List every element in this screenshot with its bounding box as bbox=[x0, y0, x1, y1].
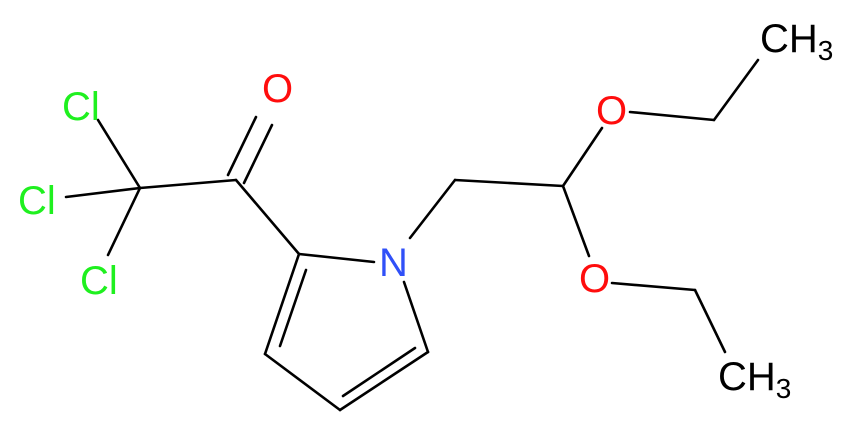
bond-carbonyl-o-1 bbox=[226, 115, 258, 177]
bonds bbox=[64, 58, 760, 412]
bond-n-c5 bbox=[402, 280, 430, 354]
bond-c-cl-bottom bbox=[106, 186, 142, 257]
bond-c2-n bbox=[297, 252, 376, 264]
methyl-bottom-subscript: 3 bbox=[776, 373, 792, 404]
bond-c4-c3 bbox=[263, 352, 342, 412]
methyl-top-label: CH3 bbox=[760, 17, 833, 66]
bond-ccl3-carbonyl bbox=[138, 178, 238, 190]
oxygen-ether-bottom-label: O bbox=[579, 257, 610, 301]
bond-c5-c4 bbox=[338, 350, 430, 412]
bond-n-ch2 bbox=[408, 178, 457, 240]
atom-labels: O Cl Cl Cl N O O CH3 CH3 bbox=[18, 17, 833, 404]
bond-c3-c2-inner bbox=[278, 268, 308, 348]
bond-o-bottom-ch2 bbox=[610, 281, 697, 292]
bond-c-cl-mid bbox=[64, 186, 142, 199]
chlorine-mid-label: Cl bbox=[18, 179, 56, 223]
oxygen-ether-top-label: O bbox=[596, 89, 627, 133]
bond-c3-c2 bbox=[263, 252, 301, 356]
bond-c5-c4-inner bbox=[341, 346, 417, 398]
bond-ch2-ch3-bottom bbox=[693, 288, 727, 354]
bond-carbonyl-c2 bbox=[234, 178, 301, 256]
methyl-bottom-main: CH bbox=[718, 355, 776, 399]
chlorine-bottom-label: Cl bbox=[80, 259, 118, 303]
methyl-top-main: CH bbox=[760, 17, 818, 61]
bond-o-top-ch2 bbox=[628, 110, 716, 122]
methyl-top-subscript: 3 bbox=[818, 35, 834, 66]
bond-c-cl-top bbox=[96, 118, 142, 190]
bond-ch2-ch bbox=[453, 178, 565, 188]
bond-ch2-ch3-top bbox=[712, 58, 760, 122]
bond-ch-o-bottom bbox=[561, 184, 591, 258]
chlorine-top-label: Cl bbox=[62, 85, 100, 129]
methyl-bottom-label: CH3 bbox=[718, 355, 791, 404]
oxygen-carbonyl-label: O bbox=[262, 67, 293, 111]
bond-carbonyl-o-2 bbox=[242, 123, 274, 185]
nitrogen-label: N bbox=[379, 241, 408, 285]
bond-ch-o-top bbox=[561, 126, 604, 188]
